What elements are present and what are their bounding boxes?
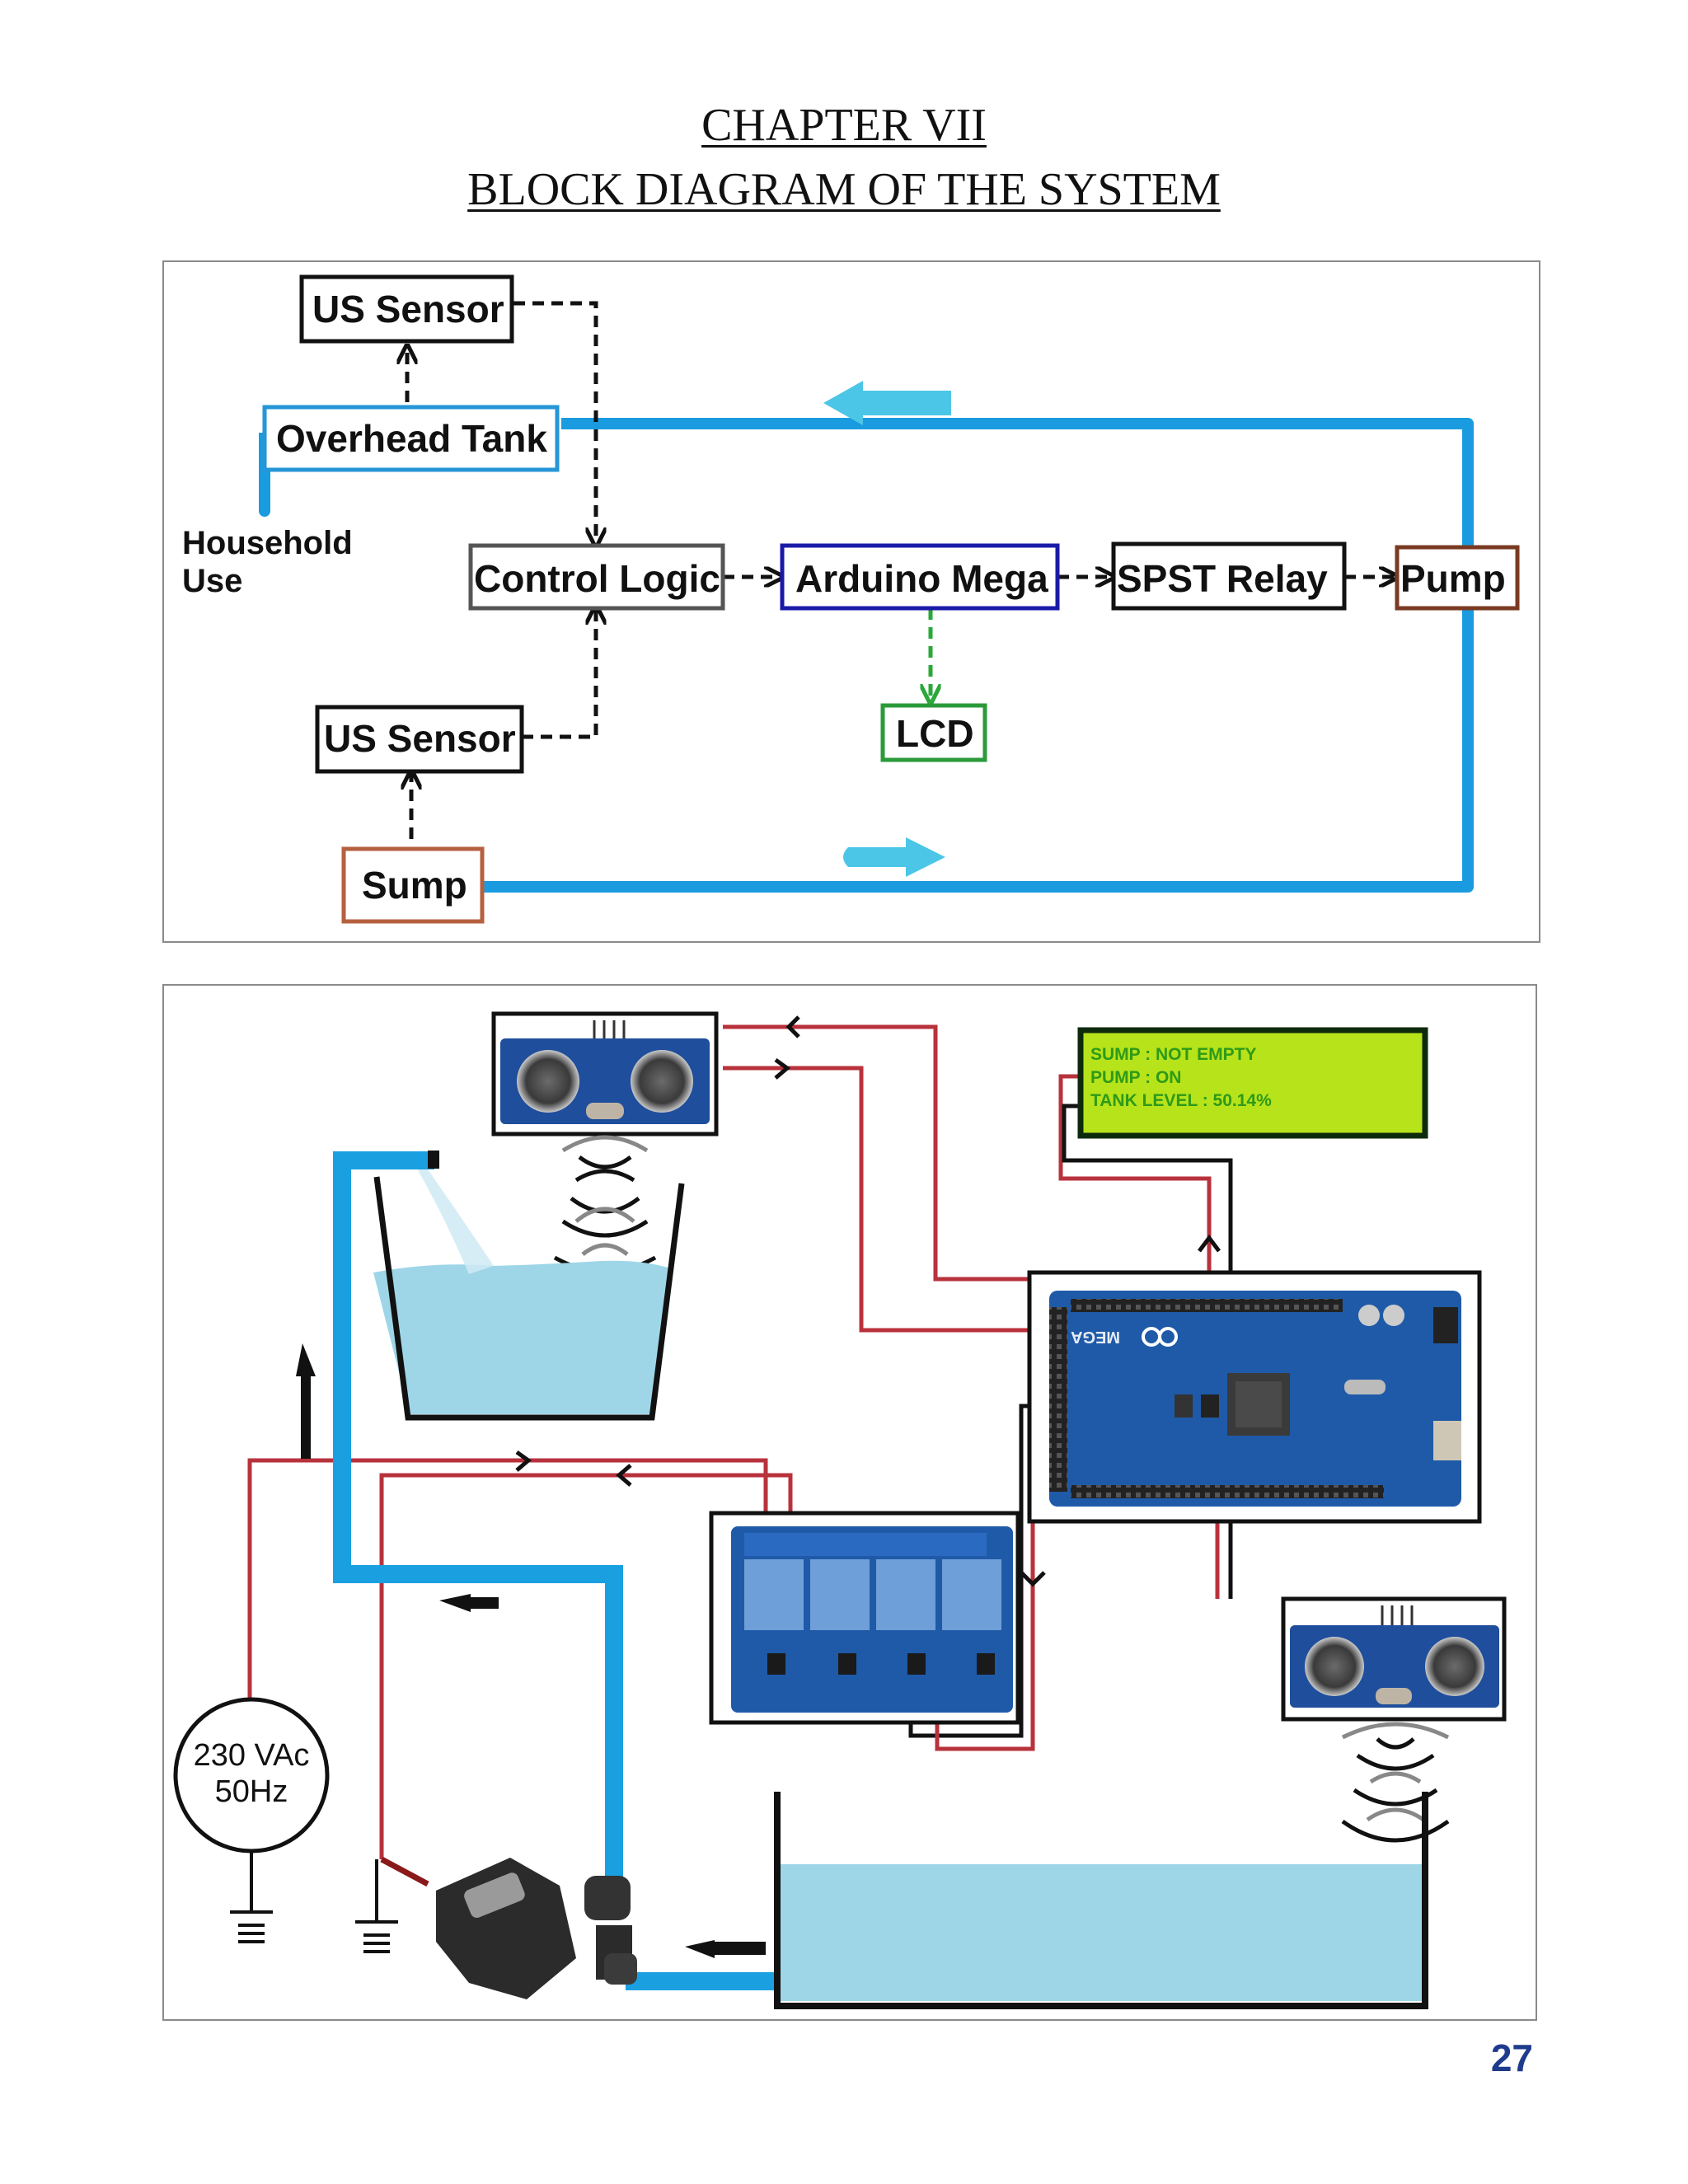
chapter-label: CHAPTER VII [701,100,987,151]
ground-symbol-2-icon [355,1859,398,1953]
svg-text:MEGA: MEGA [1071,1328,1120,1346]
household-use-label-2: Use [182,563,242,599]
ac-source-frequency: 50Hz [215,1774,288,1809]
flow-arrow-left-icon [823,381,951,425]
water-pump-icon [436,1858,637,1999]
page-title: BLOCK DIAGRAM OF THE SYSTEM [0,165,1688,214]
sonar-waves-bottom-icon [1341,1722,1450,1843]
sump-tank [774,1792,1428,2009]
block-control-logic-label: Control Logic [474,557,720,600]
chapter-heading: CHAPTER VII [0,101,1688,150]
block-lcd [880,703,987,762]
block-lcd-label: LCD [896,712,974,755]
relay-module-4ch [709,1511,1020,1725]
water-pipe-loop [259,418,1474,893]
block-pump [1395,545,1520,611]
ac-source-voltage: 230 VAc [194,1738,310,1773]
block-us-sensor-top-label: US Sensor [312,288,504,330]
block-us-sensor-top [299,274,514,344]
block-diagram-svg: US Sensor Overhead Tank Household Use Co… [182,274,1520,924]
block-pump-label: Pump [1400,557,1506,600]
ground-symbol-1-icon [230,1851,273,1943]
block-diagram-panel: US Sensor Overhead Tank Household Use Co… [162,260,1540,943]
water-spray-icon [418,1167,494,1274]
lcd-display: SUMP : NOT EMPTY PUMP : ON TANK LEVEL : … [1077,1027,1428,1139]
household-use-label-1: Household [182,525,353,561]
wiring [247,1024,1233,1887]
water-pipes [333,1151,774,1990]
block-control-logic [468,543,725,611]
block-spst-relay-label: SPST Relay [1117,557,1328,600]
wire-direction-arrows [515,1015,1221,1587]
block-arduino-mega-label: Arduino Mega [795,557,1048,600]
lcd-line-3: TANK LEVEL : 50.14% [1090,1091,1272,1110]
overhead-tank [373,1167,685,1421]
block-sump-label: Sump [362,864,467,907]
page-number: 27 [1490,2036,1533,2079]
pipe-nozzle [428,1151,439,1169]
flow-arrow-left-sump-icon [685,1940,766,1958]
flow-arrow-left-pipe-icon [439,1594,499,1612]
section-title: BLOCK DIAGRAM OF THE SYSTEM [467,164,1221,215]
block-us-sensor-bottom [315,705,524,774]
circuit-diagram-svg: SUMP : NOT EMPTY PUMP : ON TANK LEVEL : … [173,1011,1507,2009]
circuit-diagram-panel: SUMP : NOT EMPTY PUMP : ON TANK LEVEL : … [162,984,1537,2021]
block-spst-relay [1111,541,1347,611]
block-overhead-tank [262,405,560,472]
block-sump [341,846,485,924]
signal-links [407,301,1395,839]
sonar-waves-top-icon [553,1135,657,1274]
block-overhead-tank-label: Overhead Tank [276,417,547,460]
flow-arrow-up-icon [296,1343,316,1459]
flow-arrow-right-icon [843,837,945,877]
ac-power-source: 230 VAc 50Hz [173,1697,330,1854]
arduino-mega-board: MEGA [1027,1270,1482,1524]
block-arduino-mega [780,543,1060,611]
lcd-line-2: PUMP : ON [1090,1068,1181,1087]
block-us-sensor-bottom-label: US Sensor [324,717,516,760]
lcd-line-1: SUMP : NOT EMPTY [1090,1045,1256,1064]
ultrasonic-sensor-top [491,1011,719,1137]
ultrasonic-sensor-bottom [1281,1596,1507,1722]
